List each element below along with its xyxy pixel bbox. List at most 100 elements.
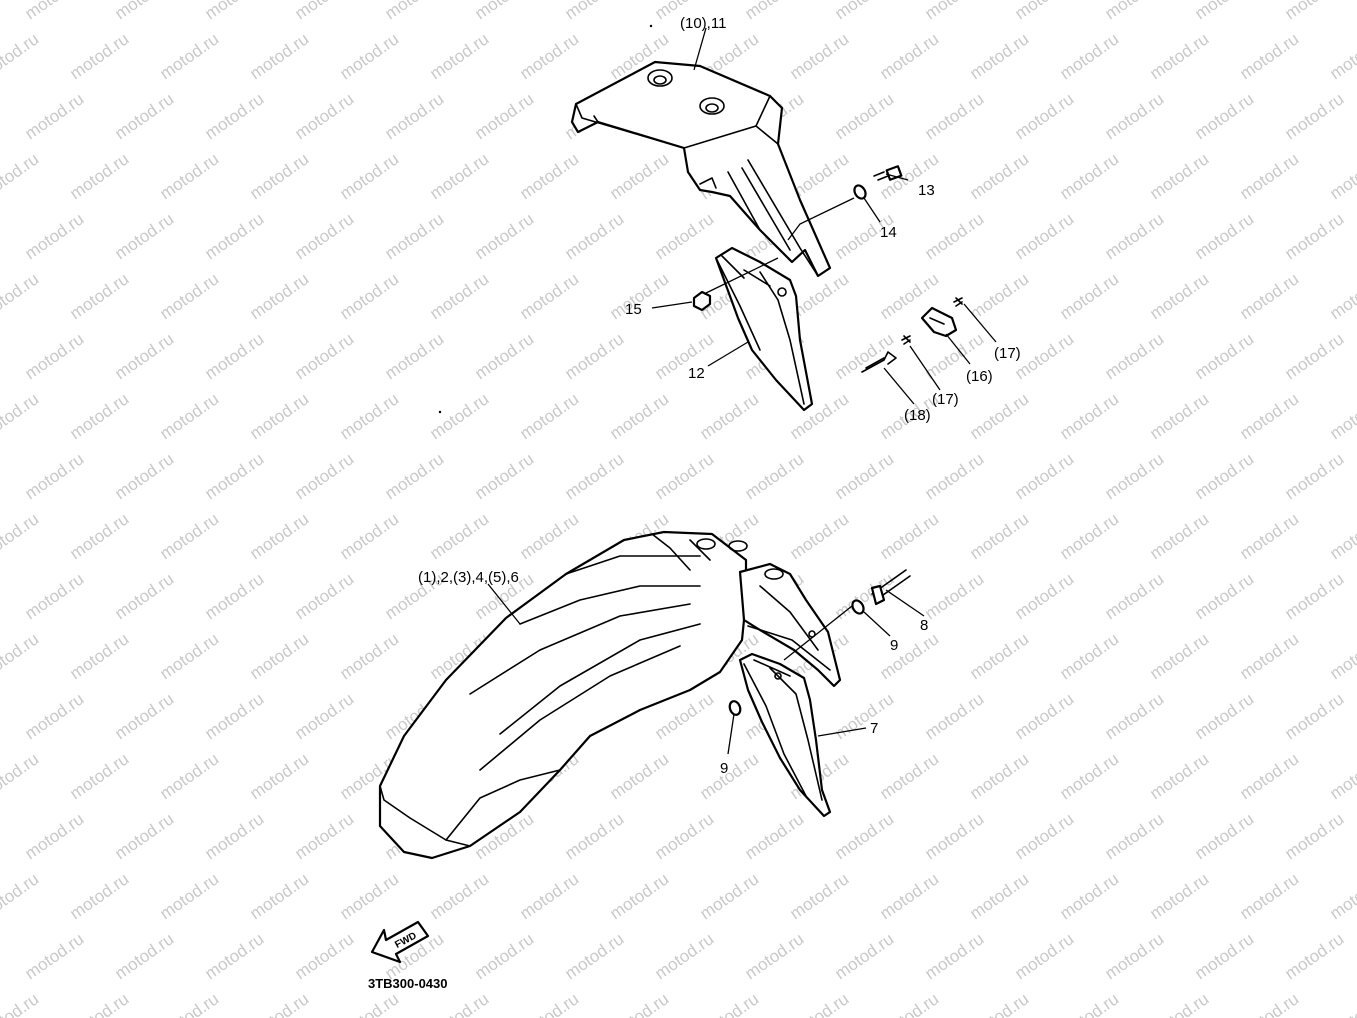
watermark-text: motod.ru	[876, 749, 942, 803]
watermark-text: motod.ru	[1011, 329, 1077, 383]
watermark-text: motod.ru	[66, 389, 132, 443]
callout-9-a: 9	[890, 637, 898, 654]
watermark-text: motod.ru	[111, 809, 177, 863]
watermark-text: motod.ru	[1326, 29, 1357, 83]
watermark-text: motod.ru	[0, 629, 42, 683]
watermark-text: motod.ru	[0, 869, 42, 923]
watermark-text: motod.ru	[561, 449, 627, 503]
callout-17-b: (17)	[932, 391, 959, 408]
watermark-text: motod.ru	[201, 449, 267, 503]
watermark-text: motod.ru	[1011, 809, 1077, 863]
watermark-text: motod.ru	[921, 569, 987, 623]
watermark-text: motod.ru	[696, 749, 762, 803]
watermark-text: motod.ru	[1326, 749, 1357, 803]
watermark-text: motod.ru	[21, 0, 87, 23]
watermark-text: motod.ru	[1281, 569, 1347, 623]
watermark-text: motod.ru	[1146, 29, 1212, 83]
watermark-text: motod.ru	[696, 989, 762, 1018]
watermark-text: motod.ru	[741, 809, 807, 863]
watermark-text: motod.ru	[1281, 449, 1347, 503]
watermark-text: motod.ru	[66, 269, 132, 323]
watermark-text: motod.ru	[1236, 509, 1302, 563]
watermark-text: motod.ru	[651, 329, 717, 383]
watermark-text: motod.ru	[786, 869, 852, 923]
watermark-text: motod.ru	[291, 689, 357, 743]
watermark-text: motod.ru	[1101, 449, 1167, 503]
watermark-text: motod.ru	[876, 629, 942, 683]
watermark-text: motod.ru	[1326, 269, 1357, 323]
watermark-text: motod.ru	[21, 809, 87, 863]
watermark-text: motod.ru	[1326, 869, 1357, 923]
watermark-text: motod.ru	[1056, 629, 1122, 683]
callout-14: 14	[880, 224, 897, 241]
watermark-text: motod.ru	[291, 809, 357, 863]
watermark-text: motod.ru	[921, 89, 987, 143]
watermark-text: motod.ru	[201, 89, 267, 143]
watermark-text: motod.ru	[1236, 869, 1302, 923]
watermark-text: motod.ru	[966, 269, 1032, 323]
watermark-text: motod.ru	[741, 449, 807, 503]
watermark-text: motod.ru	[1101, 929, 1167, 983]
leader-lines	[487, 27, 997, 755]
watermark-text: motod.ru	[426, 509, 492, 563]
watermark-text: motod.ru	[831, 89, 897, 143]
watermark-text: motod.ru	[696, 389, 762, 443]
watermark-text: motod.ru	[651, 929, 717, 983]
watermark-text: motod.ru	[1191, 689, 1257, 743]
watermark-text: motod.ru	[921, 0, 987, 23]
watermark-text: motod.ru	[426, 989, 492, 1018]
watermark-text: motod.ru	[1011, 449, 1077, 503]
callout-17-a: (17)	[994, 345, 1021, 362]
watermark-text: motod.ru	[831, 0, 897, 23]
watermark-text: motod.ru	[1236, 389, 1302, 443]
watermark-text: motod.ru	[1011, 89, 1077, 143]
watermark-text: motod.ru	[336, 989, 402, 1018]
watermark-text: motod.ru	[201, 809, 267, 863]
watermark-text: motod.ru	[336, 269, 402, 323]
callout-7: 7	[870, 720, 878, 737]
watermark-text: motod.ru	[246, 629, 312, 683]
watermark-text: motod.ru	[1056, 29, 1122, 83]
watermark-text: motod.ru	[426, 269, 492, 323]
watermark-text: motod.ru	[66, 629, 132, 683]
watermark-text: motod.ru	[336, 629, 402, 683]
speck	[438, 410, 442, 414]
watermark-text: motod.ru	[1056, 389, 1122, 443]
callout-15: 15	[625, 301, 642, 318]
watermark-text: motod.ru	[66, 869, 132, 923]
forward-arrow-icon: FWD	[370, 920, 430, 964]
watermark-text: motod.ru	[246, 509, 312, 563]
watermark-text: motod.ru	[1236, 269, 1302, 323]
watermark-text: motod.ru	[831, 449, 897, 503]
watermark-text: motod.ru	[651, 809, 717, 863]
watermark-text: motod.ru	[966, 989, 1032, 1018]
watermark-text: motod.ru	[921, 689, 987, 743]
watermark-text: motod.ru	[561, 329, 627, 383]
watermark-text: motod.ru	[1056, 149, 1122, 203]
watermark-text: motod.ru	[156, 149, 222, 203]
watermark-text: motod.ru	[831, 809, 897, 863]
watermark-text: motod.ru	[426, 389, 492, 443]
watermark-text: motod.ru	[111, 329, 177, 383]
watermark-text: motod.ru	[786, 29, 852, 83]
watermark-text: motod.ru	[1056, 749, 1122, 803]
watermark-text: motod.ru	[561, 809, 627, 863]
watermark-text: motod.ru	[1191, 329, 1257, 383]
watermark-text: motod.ru	[966, 389, 1032, 443]
watermark-text: motod.ru	[471, 929, 537, 983]
watermark-text: motod.ru	[966, 629, 1032, 683]
watermark-text: motod.ru	[291, 929, 357, 983]
watermark-text: motod.ru	[1101, 209, 1167, 263]
watermark-text: motod.ru	[381, 329, 447, 383]
watermark-text: motod.ru	[1146, 989, 1212, 1018]
watermark-text: motod.ru	[786, 509, 852, 563]
watermark-text: motod.ru	[966, 509, 1032, 563]
watermark-text: motod.ru	[876, 869, 942, 923]
watermark-text: motod.ru	[0, 149, 42, 203]
watermark-text: motod.ru	[66, 509, 132, 563]
watermark-text: motod.ru	[156, 989, 222, 1018]
watermark-text: motod.ru	[921, 209, 987, 263]
watermark-text: motod.ru	[741, 0, 807, 23]
watermark-text: motod.ru	[966, 149, 1032, 203]
